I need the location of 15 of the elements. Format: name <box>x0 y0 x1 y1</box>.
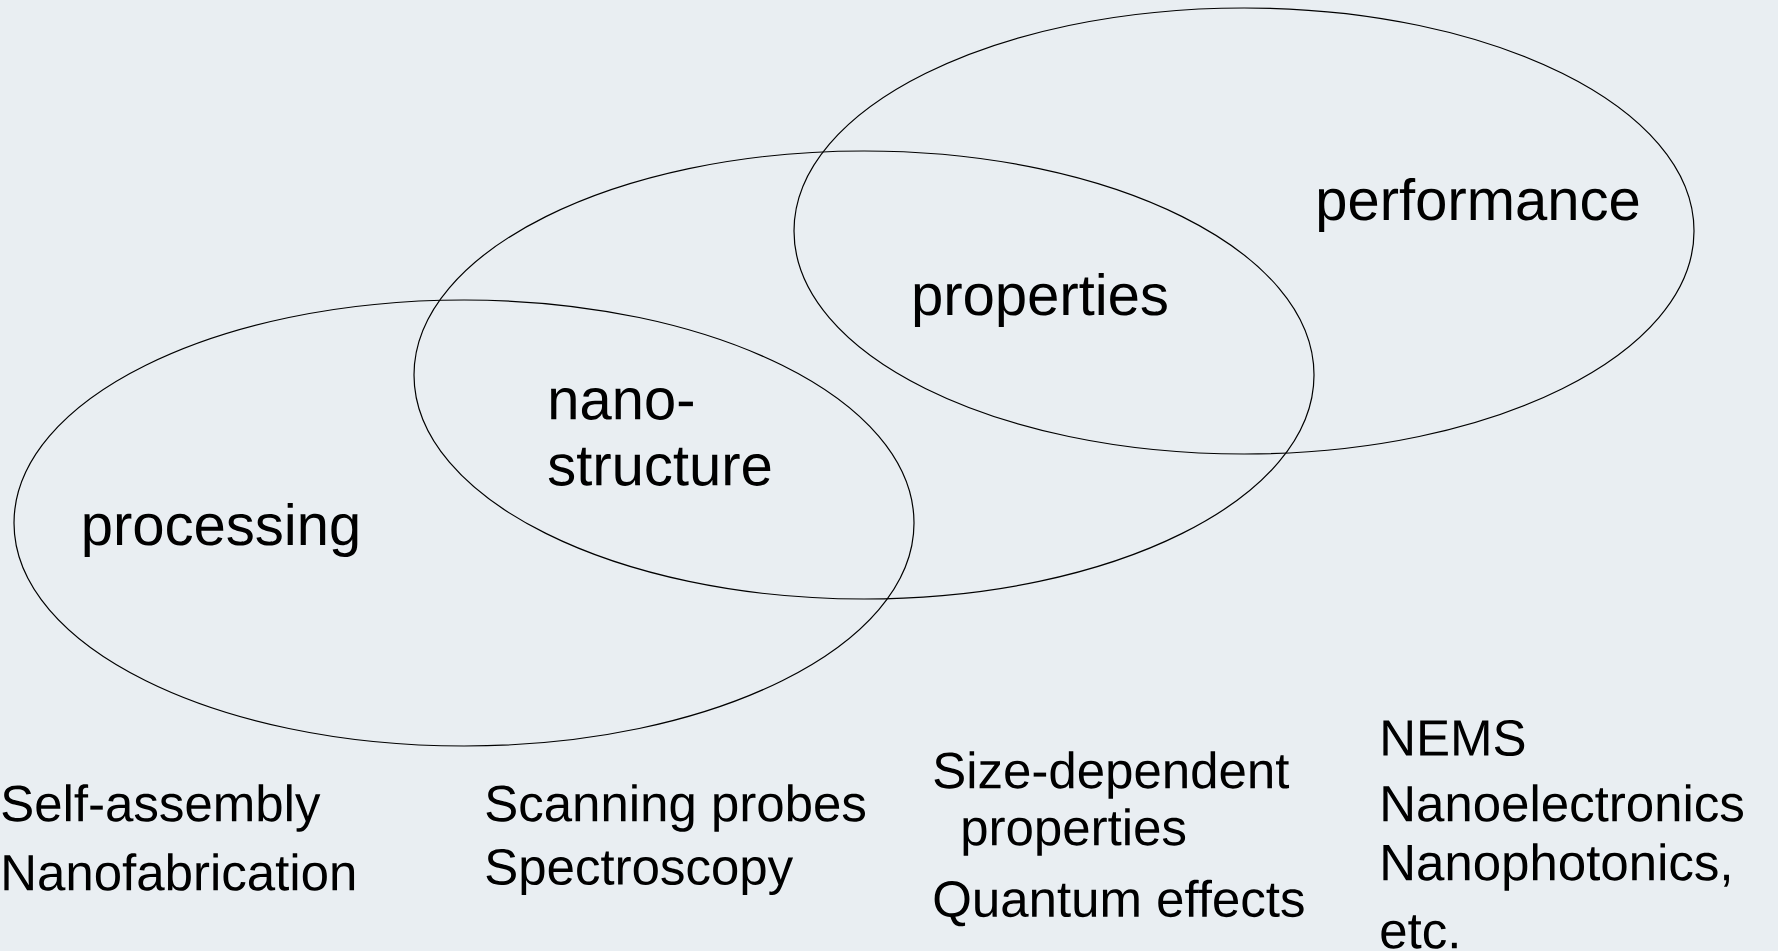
region-label: processing <box>84 502 358 558</box>
region-label: performance <box>1318 178 1639 232</box>
list-item: etc. <box>1381 915 1457 949</box>
venn-ellipse <box>413 150 1315 600</box>
list-item: Spectroscopy <box>486 848 794 896</box>
venn-ellipse <box>13 299 915 747</box>
region-label: properties <box>914 272 1167 328</box>
list-item: Size-dependent properties <box>934 751 1290 856</box>
list-item: Quantum effects <box>934 879 1304 927</box>
list-item: Nanoelectronics <box>1383 784 1743 822</box>
venn-ellipse <box>793 7 1695 455</box>
region-label: nano- structure <box>548 388 771 486</box>
list-item: NEMS <box>1383 719 1525 757</box>
list-item: Nanophotonics, <box>1383 843 1729 891</box>
list-item: Nanofabrication <box>4 853 355 891</box>
